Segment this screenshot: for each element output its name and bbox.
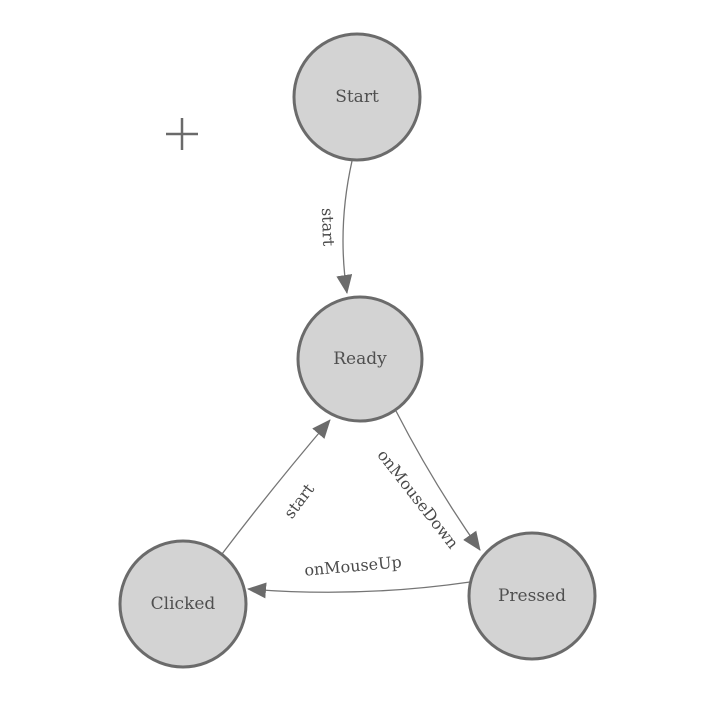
crosshair-icon <box>166 118 198 150</box>
node-circle-clicked[interactable] <box>118 539 248 669</box>
edge-clicked-to-ready[interactable]: start <box>221 419 331 555</box>
node-ready[interactable]: Ready <box>296 295 424 423</box>
edge-label-clicked-to-ready: start <box>280 480 319 522</box>
edge-pressed-to-clicked[interactable]: onMouseUp <box>247 552 471 599</box>
edge-start-to-ready[interactable]: start <box>318 160 353 294</box>
edge-path-ready-to-pressed[interactable] <box>395 410 481 551</box>
edge-path-clicked-to-ready[interactable] <box>221 419 331 555</box>
edge-path-start-to-ready[interactable] <box>336 160 353 294</box>
node-circle-pressed[interactable] <box>467 531 597 661</box>
node-pressed[interactable]: Pressed <box>467 531 597 661</box>
node-start[interactable]: Start <box>292 32 422 162</box>
edge-ready-to-pressed[interactable]: onMouseDown <box>373 410 481 553</box>
edge-label-start-to-ready: start <box>318 208 338 247</box>
edge-path-pressed-to-clicked[interactable] <box>247 581 471 599</box>
node-circle-ready[interactable] <box>296 295 424 423</box>
node-clicked[interactable]: Clicked <box>118 539 248 669</box>
edge-label-pressed-to-clicked: onMouseUp <box>304 552 403 579</box>
node-circle-start[interactable] <box>292 32 422 162</box>
edge-label-ready-to-pressed: onMouseDown <box>373 446 462 553</box>
